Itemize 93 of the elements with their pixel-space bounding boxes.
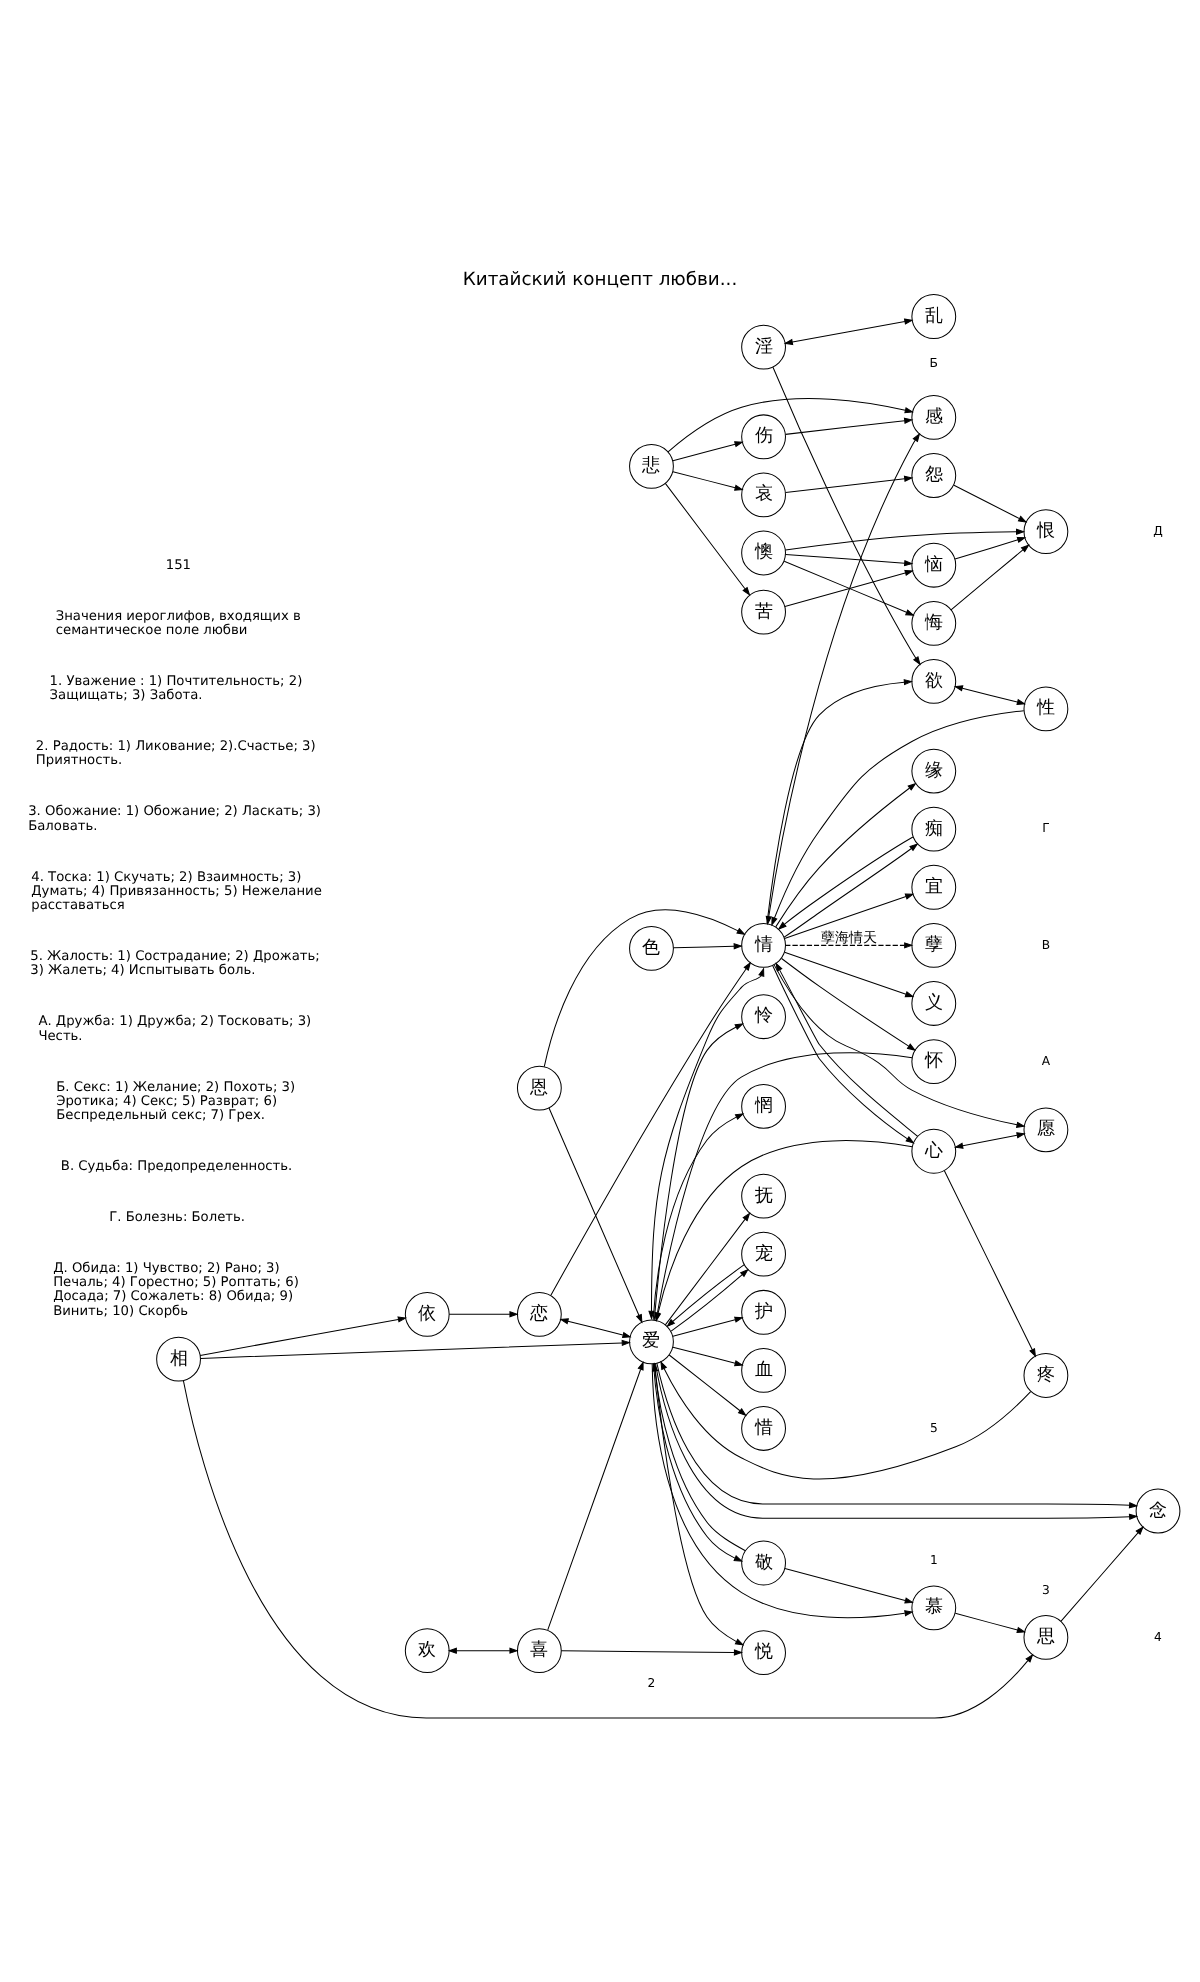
arrow bbox=[182, 1379, 1034, 1718]
arrow bbox=[672, 1315, 744, 1336]
arrow bbox=[672, 941, 743, 949]
node-circle: 欢 bbox=[404, 1627, 450, 1673]
node-circle: 喜 bbox=[516, 1627, 562, 1673]
node-circle: 伤 bbox=[741, 413, 786, 459]
arrow bbox=[950, 543, 1030, 610]
arrow bbox=[954, 1611, 1027, 1633]
node-circle: 义 bbox=[911, 980, 957, 1025]
arrow bbox=[771, 709, 1025, 926]
arrow bbox=[653, 1022, 744, 1320]
arrow bbox=[448, 1310, 519, 1317]
node-circle: 抚 bbox=[741, 1172, 786, 1218]
arrow bbox=[660, 1359, 1032, 1479]
node-circle: 恨 bbox=[1023, 508, 1069, 553]
arrow bbox=[783, 317, 914, 345]
node-circle: 宜 bbox=[911, 863, 957, 909]
arrow bbox=[652, 1112, 745, 1320]
node-circle: 哀 bbox=[741, 471, 786, 517]
node-circle: 恼 bbox=[911, 541, 957, 587]
arrow bbox=[785, 416, 914, 434]
node-circle: 血 bbox=[741, 1346, 786, 1392]
arrow bbox=[543, 908, 746, 1067]
arrow bbox=[1060, 1525, 1144, 1621]
arrow bbox=[654, 1051, 913, 1321]
arrow bbox=[772, 365, 921, 665]
arrow bbox=[943, 1169, 1037, 1357]
node-circle: 色 bbox=[629, 925, 674, 970]
arrow bbox=[648, 966, 765, 1319]
arrow bbox=[785, 474, 914, 492]
arrow bbox=[672, 470, 744, 490]
arrow bbox=[199, 1315, 408, 1355]
node-circle: 乱 bbox=[911, 293, 957, 338]
node-circle: 惜 bbox=[741, 1405, 786, 1450]
arrow bbox=[664, 481, 751, 595]
node-circle: 怀 bbox=[911, 1038, 957, 1083]
arrow bbox=[667, 397, 914, 452]
node-circle: 缘 bbox=[911, 747, 957, 793]
arrow bbox=[559, 1317, 632, 1338]
node-circle: 悦 bbox=[741, 1629, 786, 1675]
arrow bbox=[781, 956, 917, 1050]
arrow bbox=[953, 483, 1028, 522]
arrow bbox=[953, 684, 1027, 705]
node-circle: 孽 bbox=[911, 921, 957, 967]
arrow bbox=[784, 1566, 914, 1603]
node-circle: 相 bbox=[156, 1335, 201, 1381]
diagram-title: Китайский концепт любви... bbox=[462, 267, 738, 290]
arrow bbox=[775, 781, 917, 927]
arrow bbox=[784, 892, 915, 938]
arrow bbox=[200, 1338, 631, 1358]
arrow bbox=[765, 431, 921, 925]
node-circle: 懊 bbox=[741, 529, 786, 575]
node-circle: 苦 bbox=[741, 588, 786, 634]
arrow bbox=[766, 677, 914, 923]
arrow bbox=[664, 1211, 751, 1325]
arrow bbox=[785, 941, 914, 948]
node-circle: 恩 bbox=[516, 1064, 562, 1110]
node-circle: 惘 bbox=[741, 1083, 786, 1128]
node-circle: 敬 bbox=[741, 1539, 786, 1585]
node-circle: 淫 bbox=[741, 323, 786, 369]
arrow bbox=[560, 1648, 744, 1655]
arrow bbox=[651, 1362, 914, 1618]
arrow bbox=[654, 1139, 913, 1321]
node-circle: 疼 bbox=[1023, 1352, 1069, 1397]
arrow bbox=[784, 568, 914, 606]
arrow bbox=[954, 1131, 1026, 1148]
arrow bbox=[548, 1106, 643, 1323]
arrow bbox=[672, 1345, 744, 1366]
arrow bbox=[784, 950, 915, 997]
node-circle: 性 bbox=[1023, 685, 1069, 731]
arrow bbox=[672, 440, 744, 461]
arrow bbox=[783, 559, 915, 615]
node-circle: 护 bbox=[741, 1288, 786, 1334]
arrow bbox=[954, 535, 1027, 559]
arrow bbox=[668, 1353, 747, 1416]
node-circle: 怜 bbox=[741, 993, 786, 1039]
node-circle: 怨 bbox=[911, 452, 957, 497]
arrow bbox=[447, 1646, 519, 1653]
arrow bbox=[785, 553, 914, 566]
node-circle: 欲 bbox=[911, 658, 957, 703]
node-circle: 愿 bbox=[1023, 1106, 1069, 1152]
node-circle: 感 bbox=[911, 394, 957, 439]
node-circle: 悔 bbox=[911, 599, 957, 645]
node-circle: 恋 bbox=[516, 1290, 562, 1336]
node-circle: 依 bbox=[404, 1290, 450, 1336]
node-circle: 思 bbox=[1023, 1614, 1069, 1659]
arrow bbox=[547, 1360, 644, 1630]
node-circle: 心 bbox=[911, 1127, 957, 1173]
arrow bbox=[773, 963, 1026, 1127]
arrow bbox=[550, 960, 752, 1295]
arrow bbox=[785, 527, 1026, 550]
node-circle: 慕 bbox=[911, 1584, 957, 1630]
node-circle: 悲 bbox=[629, 442, 674, 488]
